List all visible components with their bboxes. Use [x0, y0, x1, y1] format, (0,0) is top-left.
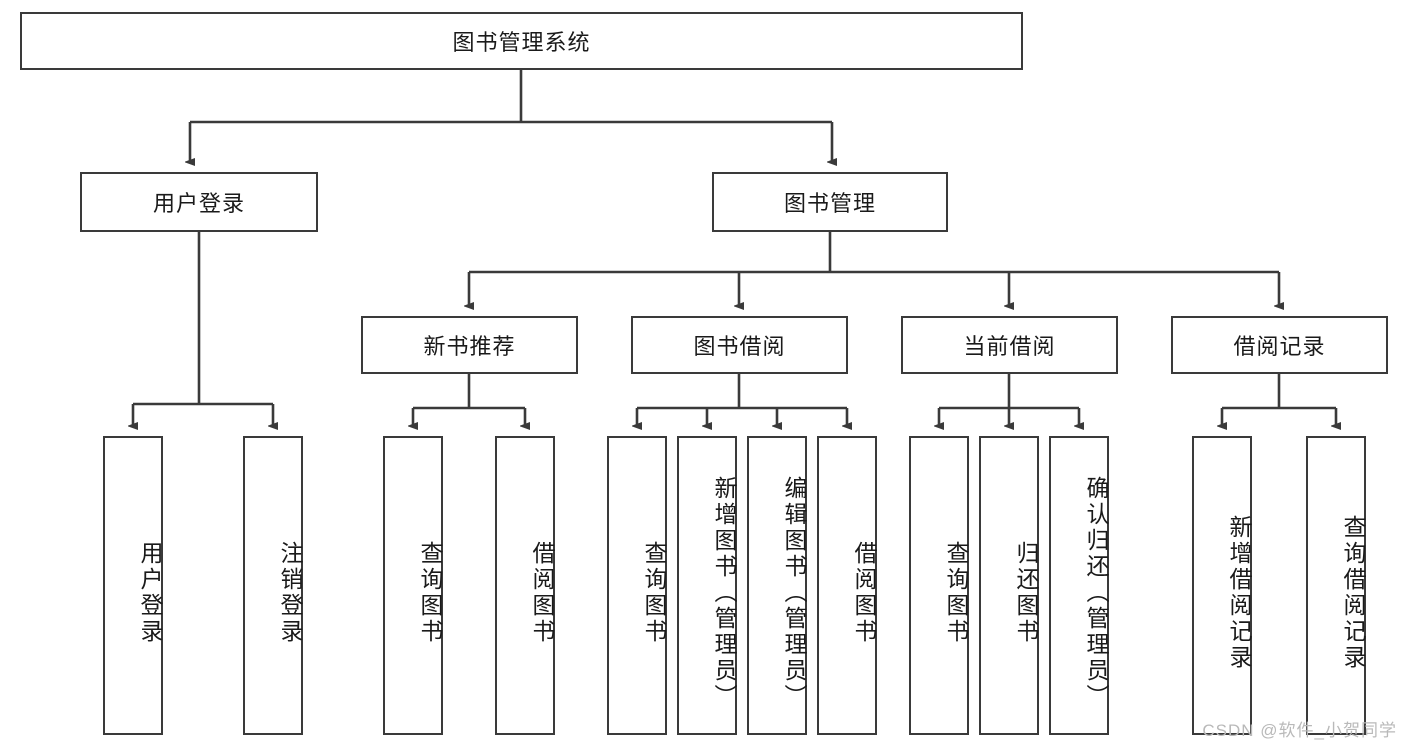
node-borrow-record[interactable]: 借阅记录 [1171, 316, 1388, 374]
node-label: 查询图书 [943, 540, 969, 645]
node-book-management[interactable]: 图书管理 [712, 172, 948, 232]
node-label: 查询图书 [641, 540, 667, 645]
node-label: 用户登录 [137, 540, 163, 645]
node-label: 注销登录 [277, 540, 303, 645]
csdn-watermark: CSDN @软件_小贺同学 [1202, 721, 1397, 740]
node-user-login[interactable]: 用户登录 [80, 172, 318, 232]
node-label: 图书管理 [783, 191, 876, 216]
node-label: 图书管理系统 [452, 30, 591, 55]
leaf-recommend-query-book[interactable]: 查询图书 [383, 436, 443, 735]
leaf-borrow-add-book[interactable]: 新增图书（管理员） [677, 436, 737, 735]
leaf-current-confirm-return[interactable]: 确认归还（管理员） [1049, 436, 1109, 735]
leaf-borrow-query-book[interactable]: 查询图书 [607, 436, 667, 735]
node-current-borrow[interactable]: 当前借阅 [901, 316, 1118, 374]
leaf-borrow-edit-book[interactable]: 编辑图书（管理员） [747, 436, 807, 735]
node-label: 当前借阅 [963, 334, 1056, 359]
node-book-borrow[interactable]: 图书借阅 [631, 316, 848, 374]
node-label: 借阅图书 [529, 540, 555, 645]
node-label: 借阅记录 [1233, 334, 1326, 359]
leaf-current-return-book[interactable]: 归还图书 [979, 436, 1039, 735]
node-label: 查询借阅记录 [1340, 514, 1366, 671]
leaf-user-login-login[interactable]: 用户登录 [103, 436, 163, 735]
node-label: 归还图书 [1013, 540, 1039, 645]
node-label: 用户登录 [152, 191, 245, 216]
node-label: 确认归还（管理员） [1083, 475, 1109, 710]
node-label: 编辑图书（管理员） [781, 475, 807, 710]
node-new-book-recommend[interactable]: 新书推荐 [361, 316, 578, 374]
node-label: 借阅图书 [851, 540, 877, 645]
leaf-recommend-borrow-book[interactable]: 借阅图书 [495, 436, 555, 735]
leaf-user-login-logout[interactable]: 注销登录 [243, 436, 303, 735]
node-label: 查询图书 [417, 540, 443, 645]
node-root-system[interactable]: 图书管理系统 [20, 12, 1023, 70]
node-label: 新增图书（管理员） [711, 475, 737, 710]
leaf-record-add-record[interactable]: 新增借阅记录 [1192, 436, 1252, 735]
leaf-record-query-record[interactable]: 查询借阅记录 [1306, 436, 1366, 735]
leaf-current-query-book[interactable]: 查询图书 [909, 436, 969, 735]
leaf-borrow-borrow-book[interactable]: 借阅图书 [817, 436, 877, 735]
node-label: 图书借阅 [693, 334, 786, 359]
node-label: 新增借阅记录 [1226, 514, 1252, 671]
node-label: 新书推荐 [423, 334, 516, 359]
